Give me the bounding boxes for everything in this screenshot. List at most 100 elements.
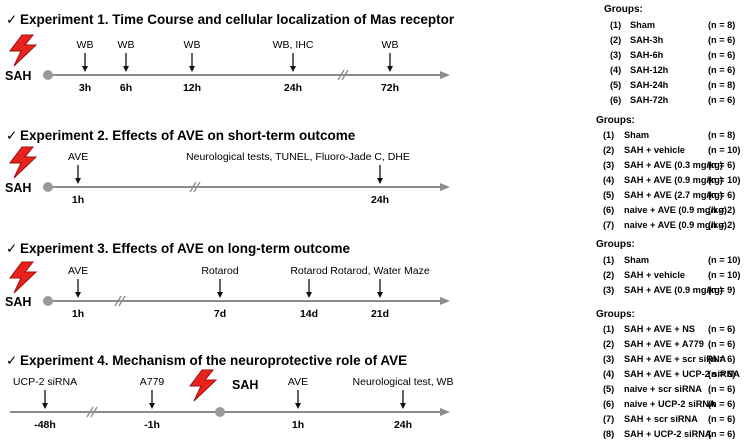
group-number: (4)	[603, 369, 614, 379]
timepoint-label: WB	[77, 39, 94, 51]
group-name: SAH + AVE (0.9 mg/kg)	[624, 175, 723, 185]
group-number: (1)	[603, 255, 614, 265]
group-n: (n = 6)	[708, 384, 735, 394]
group-n: (n = 6)	[708, 429, 735, 439]
experiment-2-title: Experiment 2. Effects of AVE on short-te…	[20, 128, 356, 143]
group-n: (n = 6)	[708, 35, 735, 45]
timepoint: UCP-2 siRNA -48h	[13, 376, 77, 431]
group-row: (4)SAH + AVE + UCP-2 siRNA(n = 6)	[603, 369, 740, 379]
timepoint-time: 1h	[72, 308, 84, 320]
group-row: (2)SAH + vehicle(n = 10)	[603, 145, 740, 155]
group-name: naive + scr siRNA	[624, 384, 702, 394]
checkmark-icon: ✓	[6, 128, 17, 143]
group-n: (n = 6)	[708, 190, 735, 200]
timepoint-label: Rotarod	[290, 265, 328, 277]
timeline-arrowhead	[440, 408, 450, 416]
group-row: (8)SAH + UCP-2 siRNA(n = 6)	[603, 429, 735, 439]
timepoint: A779 -1h	[140, 376, 165, 431]
group-name: Sham	[630, 20, 655, 30]
group-number: (2)	[603, 145, 614, 155]
group-row: (6)naive + UCP-2 siRNA(n = 6)	[603, 399, 735, 409]
timepoint: AVE 1h	[68, 265, 88, 320]
timepoint: WB 72h	[381, 39, 399, 94]
sah-timepoint-dot	[215, 407, 225, 417]
timepoint-label: Neurological test, WB	[353, 376, 454, 388]
timepoint-time: 24h	[284, 82, 302, 94]
group-n: (n = 6)	[708, 369, 735, 379]
groups-heading: Groups:	[596, 239, 635, 250]
timepoint-time: 21d	[371, 308, 389, 320]
groups-column: Groups: (1)Sham(n = 8) (2)SAH-3h(n = 6) …	[596, 4, 740, 439]
group-row: (7)naive + AVE (0.9 mg/kg)(n = 2)	[603, 220, 735, 230]
arrow-down-icon	[217, 279, 223, 298]
arrow-down-icon	[189, 53, 195, 72]
group-row: (3)SAH + AVE (0.9 mg/kg)(n = 9)	[603, 285, 735, 295]
arrow-down-icon	[290, 53, 296, 72]
group-n: (n = 9)	[708, 285, 735, 295]
group-n: (n = 10)	[708, 255, 740, 265]
group-name: Sham	[624, 130, 649, 140]
group-row: (2)SAH + vehicle(n = 10)	[603, 270, 740, 280]
timepoint: Rotarod 14d	[290, 265, 328, 320]
group-row: (3)SAH-6h(n = 6)	[610, 50, 735, 60]
experiment-1: ✓ Experiment 1. Time Course and cellular…	[5, 12, 455, 94]
group-name: naive + AVE (0.9 mg/kg)	[624, 220, 727, 230]
group-table-1: Groups: (1)Sham(n = 8) (2)SAH-3h(n = 6) …	[604, 4, 735, 105]
group-n: (n = 2)	[708, 205, 735, 215]
group-name: SAH + scr siRNA	[624, 414, 698, 424]
group-number: (6)	[603, 399, 614, 409]
arrow-down-icon	[149, 390, 155, 409]
group-number: (7)	[603, 414, 614, 424]
break-mark-icon	[337, 69, 349, 81]
timepoint-label: Rotarod	[201, 265, 239, 277]
timepoint-time: 24h	[394, 419, 412, 431]
arrow-down-icon	[123, 53, 129, 72]
lightning-bolt-icon	[9, 146, 37, 179]
timepoint-label: Neurological tests, TUNEL, Fluoro-Jade C…	[186, 151, 410, 163]
group-row: (4)SAH + AVE (0.9 mg/kg)(n = 10)	[603, 175, 740, 185]
arrow-down-icon	[295, 390, 301, 409]
timepoint: WB 12h	[183, 39, 201, 94]
timepoint: WB, IHC 24h	[273, 39, 314, 94]
sah-label: SAH	[232, 378, 258, 392]
timepoint-label: AVE	[288, 376, 308, 388]
break-mark-icon	[114, 295, 126, 307]
timepoint-label: WB	[382, 39, 399, 51]
arrow-down-icon	[82, 53, 88, 72]
timepoint: Neurological tests, TUNEL, Fluoro-Jade C…	[186, 151, 410, 206]
group-n: (n = 10)	[708, 175, 740, 185]
checkmark-icon: ✓	[6, 241, 17, 256]
group-number: (3)	[610, 50, 621, 60]
timepoint-label: WB	[118, 39, 135, 51]
group-number: (2)	[610, 35, 621, 45]
lightning-bolt-icon	[189, 369, 217, 402]
timepoint-label: WB, IHC	[273, 39, 314, 51]
group-name: SAH + AVE (0.3 mg/kg)	[624, 160, 723, 170]
group-row: (6)naive + AVE (0.9 mg/kg)(n = 2)	[603, 205, 735, 215]
arrow-down-icon	[377, 165, 383, 184]
sah-timepoint-dot	[43, 296, 53, 306]
timepoint-time: 14d	[300, 308, 318, 320]
lightning-bolt-icon	[9, 34, 37, 67]
sah-timepoint-dot	[43, 182, 53, 192]
group-name: SAH-72h	[630, 95, 669, 105]
group-n: (n = 6)	[708, 95, 735, 105]
groups-heading: Groups:	[604, 4, 643, 15]
group-row: (1)SAH + AVE + NS(n = 6)	[603, 324, 735, 334]
group-row: (5)SAH + AVE (2.7 mg/kg)(n = 6)	[603, 190, 735, 200]
group-n: (n = 6)	[708, 160, 735, 170]
group-row: (2)SAH-3h(n = 6)	[610, 35, 735, 45]
experiment-2: ✓ Experiment 2. Effects of AVE on short-…	[5, 128, 450, 206]
sah-timepoint-dot	[43, 70, 53, 80]
group-table-2: Groups: (1)Sham(n = 8) (2)SAH + vehicle(…	[596, 115, 740, 230]
timepoint-time: 3h	[79, 82, 91, 94]
arrow-down-icon	[400, 390, 406, 409]
group-n: (n = 8)	[708, 20, 735, 30]
arrow-down-icon	[42, 390, 48, 409]
experiment-4: ✓ Experiment 4. Mechanism of the neuropr…	[6, 353, 453, 431]
group-number: (6)	[610, 95, 621, 105]
group-name: naive + UCP-2 siRNA	[624, 399, 716, 409]
group-row: (3)SAH + AVE + scr siRNA(n = 6)	[603, 354, 735, 364]
group-table-3: Groups: (1)Sham(n = 10) (2)SAH + vehicle…	[596, 239, 740, 295]
group-row: (1)Sham(n = 10)	[603, 255, 740, 265]
